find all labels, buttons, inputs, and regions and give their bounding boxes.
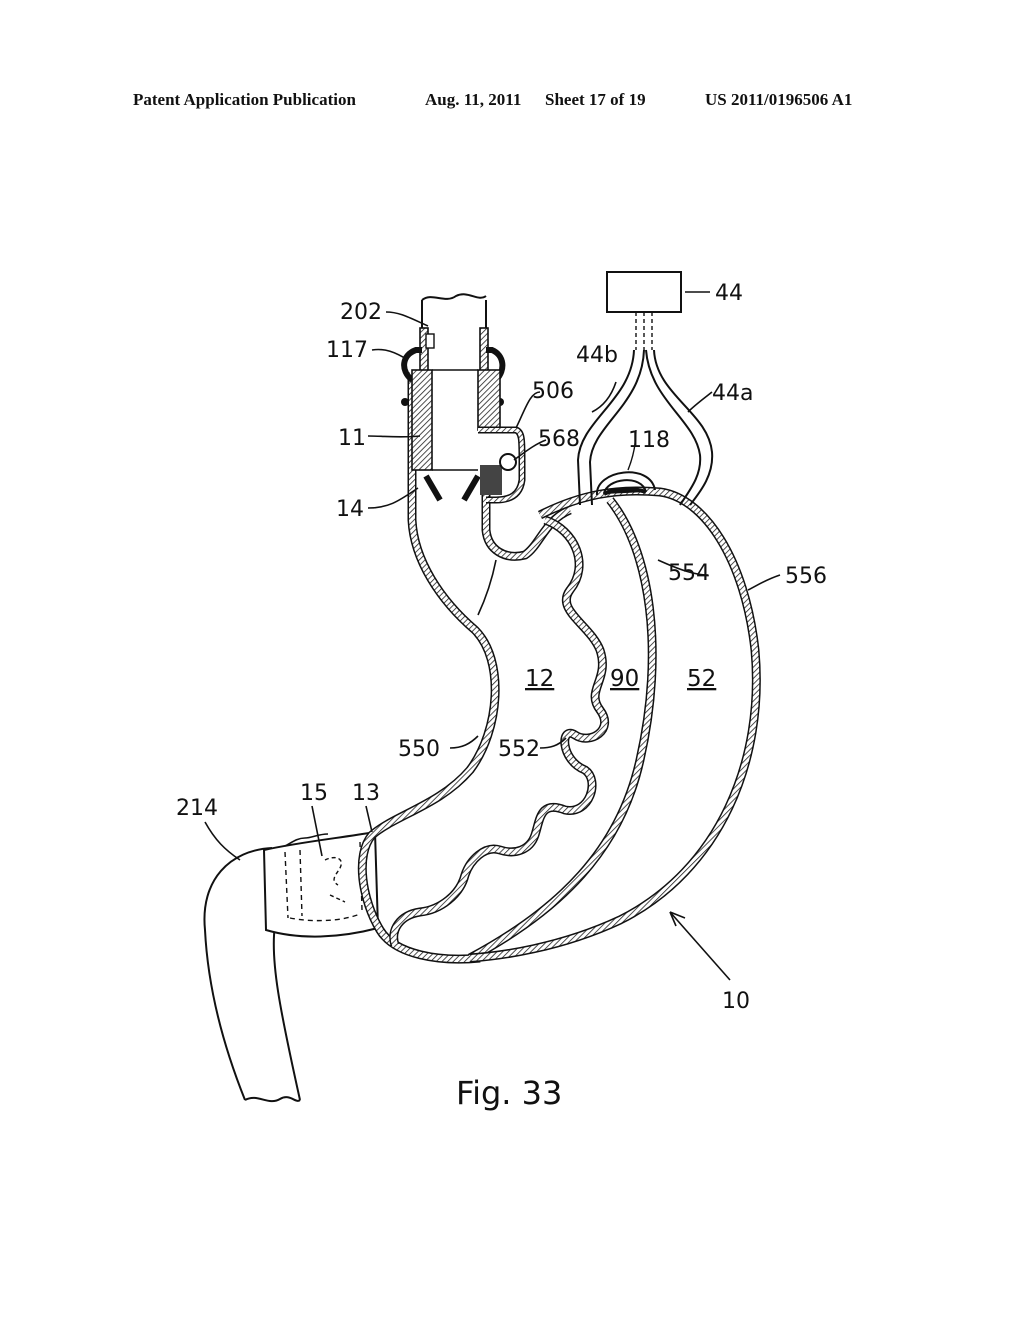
inner-balloon-554	[467, 497, 657, 962]
control-unit	[576, 271, 714, 506]
stomach-outer-wall	[357, 372, 500, 964]
corrugated-balloon	[389, 515, 610, 947]
label-556: 556	[785, 564, 827, 589]
label-568: 568	[538, 427, 580, 452]
label-44: 44	[715, 281, 743, 306]
label-118: 118	[628, 428, 670, 453]
label-202: 202	[340, 300, 382, 325]
label-214: 214	[176, 796, 218, 821]
label-14: 14	[336, 497, 364, 522]
intestine-tube	[203, 847, 301, 1103]
publication-label: Patent Application Publication	[133, 90, 356, 109]
leader-lines	[204, 291, 781, 981]
region-90: 90	[610, 666, 639, 692]
outer-balloon-556	[469, 486, 761, 963]
label-550: 550	[398, 737, 440, 762]
label-13: 13	[352, 781, 380, 806]
label-44a: 44a	[712, 381, 753, 406]
region-12: 12	[525, 666, 554, 692]
label-11: 11	[338, 426, 366, 451]
label-117: 117	[326, 338, 368, 363]
label-44b: 44b	[576, 343, 618, 368]
label-10: 10	[722, 989, 750, 1014]
figure-caption: Fig. 33	[456, 1074, 562, 1112]
region-52: 52	[687, 666, 716, 692]
sheet-number: Sheet 17 of 19	[545, 90, 646, 109]
patent-number: US 2011/0196506 A1	[705, 90, 853, 109]
label-506: 506	[532, 379, 574, 404]
label-15: 15	[300, 781, 328, 806]
page-header: Patent Application Publication Aug. 11, …	[0, 90, 1024, 114]
label-552: 552	[498, 737, 540, 762]
label-554: 554	[668, 561, 710, 586]
publication-date: Aug. 11, 2011	[425, 90, 522, 109]
